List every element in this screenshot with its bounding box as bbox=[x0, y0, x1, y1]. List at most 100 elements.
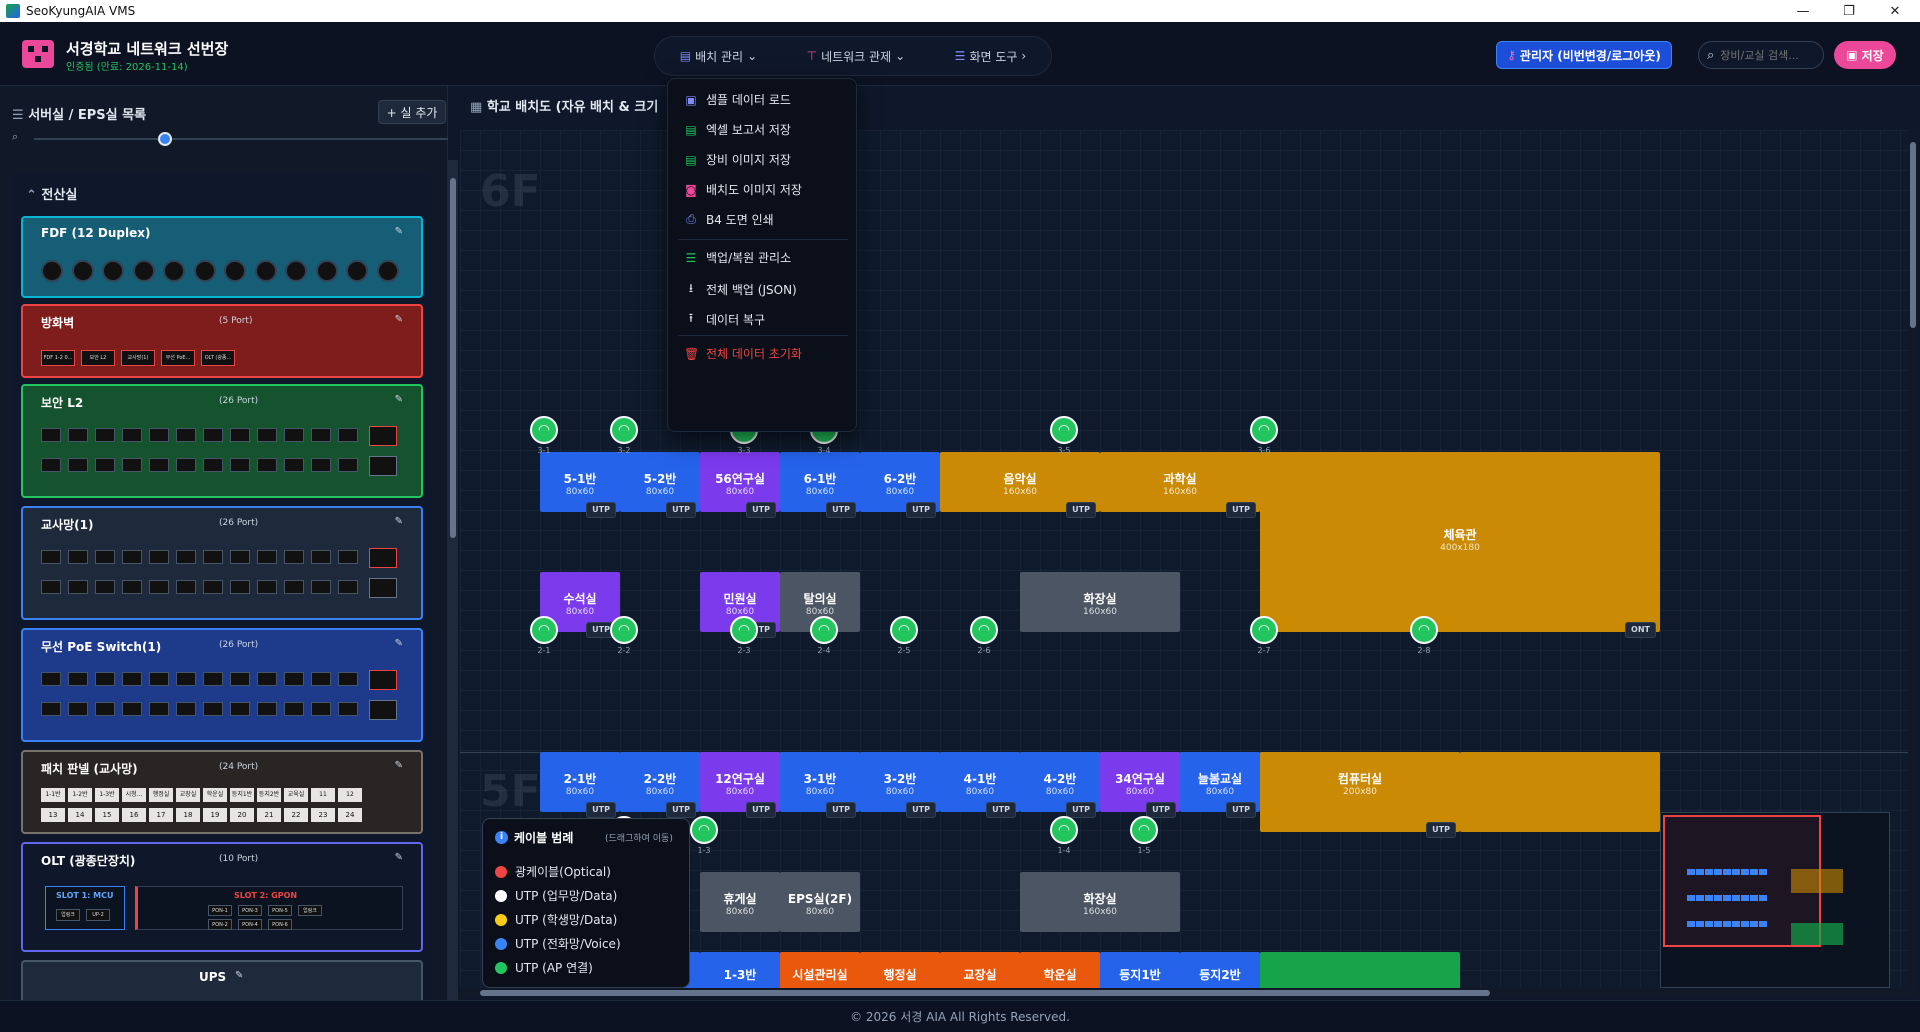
cable-badge[interactable]: UTP bbox=[1066, 502, 1096, 518]
edit-icon[interactable]: ✎ bbox=[394, 314, 403, 325]
uplink-port[interactable] bbox=[369, 700, 397, 720]
save-button[interactable]: ▣저장 bbox=[1834, 41, 1896, 69]
dropdown-item[interactable]: ⎙B4 도면 인쇄 bbox=[684, 211, 773, 228]
zoom-slider-thumb[interactable] bbox=[158, 132, 172, 146]
dropdown-item[interactable]: ▣샘플 데이터 로드 bbox=[685, 92, 791, 108]
dropdown-item[interactable]: ▤엑셀 보고서 저장 bbox=[685, 122, 791, 138]
switch-port[interactable] bbox=[41, 580, 61, 594]
switch-port[interactable] bbox=[257, 580, 277, 594]
patch-port[interactable]: 12 bbox=[338, 788, 362, 802]
patch-port[interactable]: 16 bbox=[122, 808, 146, 822]
switch-port[interactable] bbox=[257, 550, 277, 564]
wifi-ap-icon[interactable]: ◠ bbox=[1130, 816, 1158, 844]
wifi-ap-icon[interactable]: ◠ bbox=[890, 616, 918, 644]
switch-port[interactable] bbox=[95, 458, 115, 472]
olt-port[interactable]: 업링크 bbox=[298, 905, 322, 916]
dropdown-item[interactable]: ◙배치도 이미지 저장 bbox=[685, 182, 802, 198]
switch-port[interactable] bbox=[257, 428, 277, 442]
nav-network-menu[interactable]: ⊤네트워크 관제⌄ bbox=[806, 49, 906, 64]
device-poe-switch[interactable]: 무선 PoE Switch(1) (26 Port) ✎ bbox=[21, 628, 423, 742]
switch-port[interactable] bbox=[122, 458, 142, 472]
switch-port[interactable] bbox=[311, 428, 331, 442]
edit-icon[interactable]: ✎ bbox=[394, 394, 403, 405]
wifi-ap-icon[interactable]: ◠ bbox=[610, 616, 638, 644]
cable-badge[interactable]: UTP bbox=[986, 802, 1016, 818]
patch-port[interactable]: 교장실 bbox=[176, 788, 200, 802]
switch-port[interactable] bbox=[122, 672, 142, 686]
room-4f[interactable]: 1-3반 bbox=[700, 952, 780, 992]
map-scrollbar-horizontal[interactable] bbox=[460, 988, 1908, 998]
room-block[interactable] bbox=[1260, 952, 1460, 992]
switch-port[interactable] bbox=[122, 702, 142, 716]
switch-port[interactable] bbox=[149, 428, 169, 442]
switch-port[interactable] bbox=[68, 428, 88, 442]
switch-port[interactable] bbox=[338, 580, 358, 594]
patch-port[interactable]: 13 bbox=[41, 808, 65, 822]
room-block[interactable] bbox=[1460, 752, 1660, 832]
switch-port[interactable] bbox=[203, 458, 223, 472]
switch-port[interactable] bbox=[311, 458, 331, 472]
cable-badge[interactable]: UTP bbox=[666, 802, 696, 818]
wifi-ap-icon[interactable]: ◠ bbox=[1250, 616, 1278, 644]
switch-port[interactable] bbox=[41, 458, 61, 472]
device-teacher-switch[interactable]: 교사망(1) (26 Port) ✎ bbox=[21, 506, 423, 620]
switch-port[interactable] bbox=[176, 580, 196, 594]
switch-port[interactable] bbox=[122, 580, 142, 594]
switch-port[interactable] bbox=[149, 580, 169, 594]
patch-port[interactable]: 18 bbox=[176, 808, 200, 822]
nav-tools-menu[interactable]: ☰화면 도구› bbox=[954, 49, 1027, 64]
dropdown-item[interactable]: ⭳전체 백업 (JSON) bbox=[684, 279, 797, 300]
patch-port[interactable]: 15 bbox=[95, 808, 119, 822]
fiber-port[interactable] bbox=[71, 260, 94, 282]
edit-icon[interactable]: ✎ bbox=[235, 970, 244, 981]
switch-port[interactable] bbox=[176, 428, 196, 442]
patch-port[interactable]: 등지2반 bbox=[257, 788, 281, 802]
dropdown-item[interactable]: 🗑전체 데이터 초기화 bbox=[684, 346, 802, 362]
patch-port[interactable]: 21 bbox=[257, 808, 281, 822]
patch-port[interactable]: 행정실 bbox=[149, 788, 173, 802]
room-4f[interactable]: 행정실 bbox=[860, 952, 940, 992]
olt-port[interactable]: UP-2 bbox=[86, 909, 110, 921]
switch-port[interactable] bbox=[311, 702, 331, 716]
patch-port[interactable]: 14 bbox=[68, 808, 92, 822]
firewall-port[interactable]: OLT (광종... bbox=[201, 350, 235, 366]
wifi-ap-icon[interactable]: ◠ bbox=[1410, 616, 1438, 644]
switch-port[interactable] bbox=[311, 672, 331, 686]
switch-port[interactable] bbox=[68, 672, 88, 686]
wifi-ap-icon[interactable]: ◠ bbox=[810, 616, 838, 644]
sidebar-scrollbar-thumb[interactable] bbox=[450, 178, 456, 538]
device-security-l2[interactable]: 보안 L2 (26 Port) ✎ bbox=[21, 384, 423, 498]
admin-button[interactable]: ⚷관리자 (비번변경/로그아웃) bbox=[1496, 41, 1672, 69]
switch-port[interactable] bbox=[230, 458, 250, 472]
patch-port[interactable]: 시청... bbox=[122, 788, 146, 802]
switch-port[interactable] bbox=[149, 702, 169, 716]
olt-port[interactable]: PON-4 bbox=[238, 919, 262, 930]
edit-icon[interactable]: ✎ bbox=[394, 226, 403, 237]
cable-badge[interactable]: UTP bbox=[1146, 802, 1176, 818]
patch-port[interactable]: 20 bbox=[230, 808, 254, 822]
switch-port[interactable] bbox=[203, 702, 223, 716]
switch-port[interactable] bbox=[149, 458, 169, 472]
switch-port[interactable] bbox=[311, 550, 331, 564]
close-button[interactable]: ✕ bbox=[1889, 3, 1901, 19]
olt-port[interactable]: PON-3 bbox=[238, 905, 262, 916]
patch-port[interactable]: 1-1반 bbox=[41, 788, 65, 802]
switch-port[interactable] bbox=[68, 580, 88, 594]
patch-port[interactable]: 22 bbox=[284, 808, 308, 822]
switch-port[interactable] bbox=[176, 550, 196, 564]
fiber-port[interactable] bbox=[193, 260, 216, 282]
uplink-port[interactable] bbox=[369, 578, 397, 598]
add-room-button[interactable]: + 실 추가 bbox=[378, 100, 446, 124]
cable-badge[interactable]: UTP bbox=[666, 502, 696, 518]
room-4f[interactable]: 등지1반 bbox=[1100, 952, 1180, 992]
